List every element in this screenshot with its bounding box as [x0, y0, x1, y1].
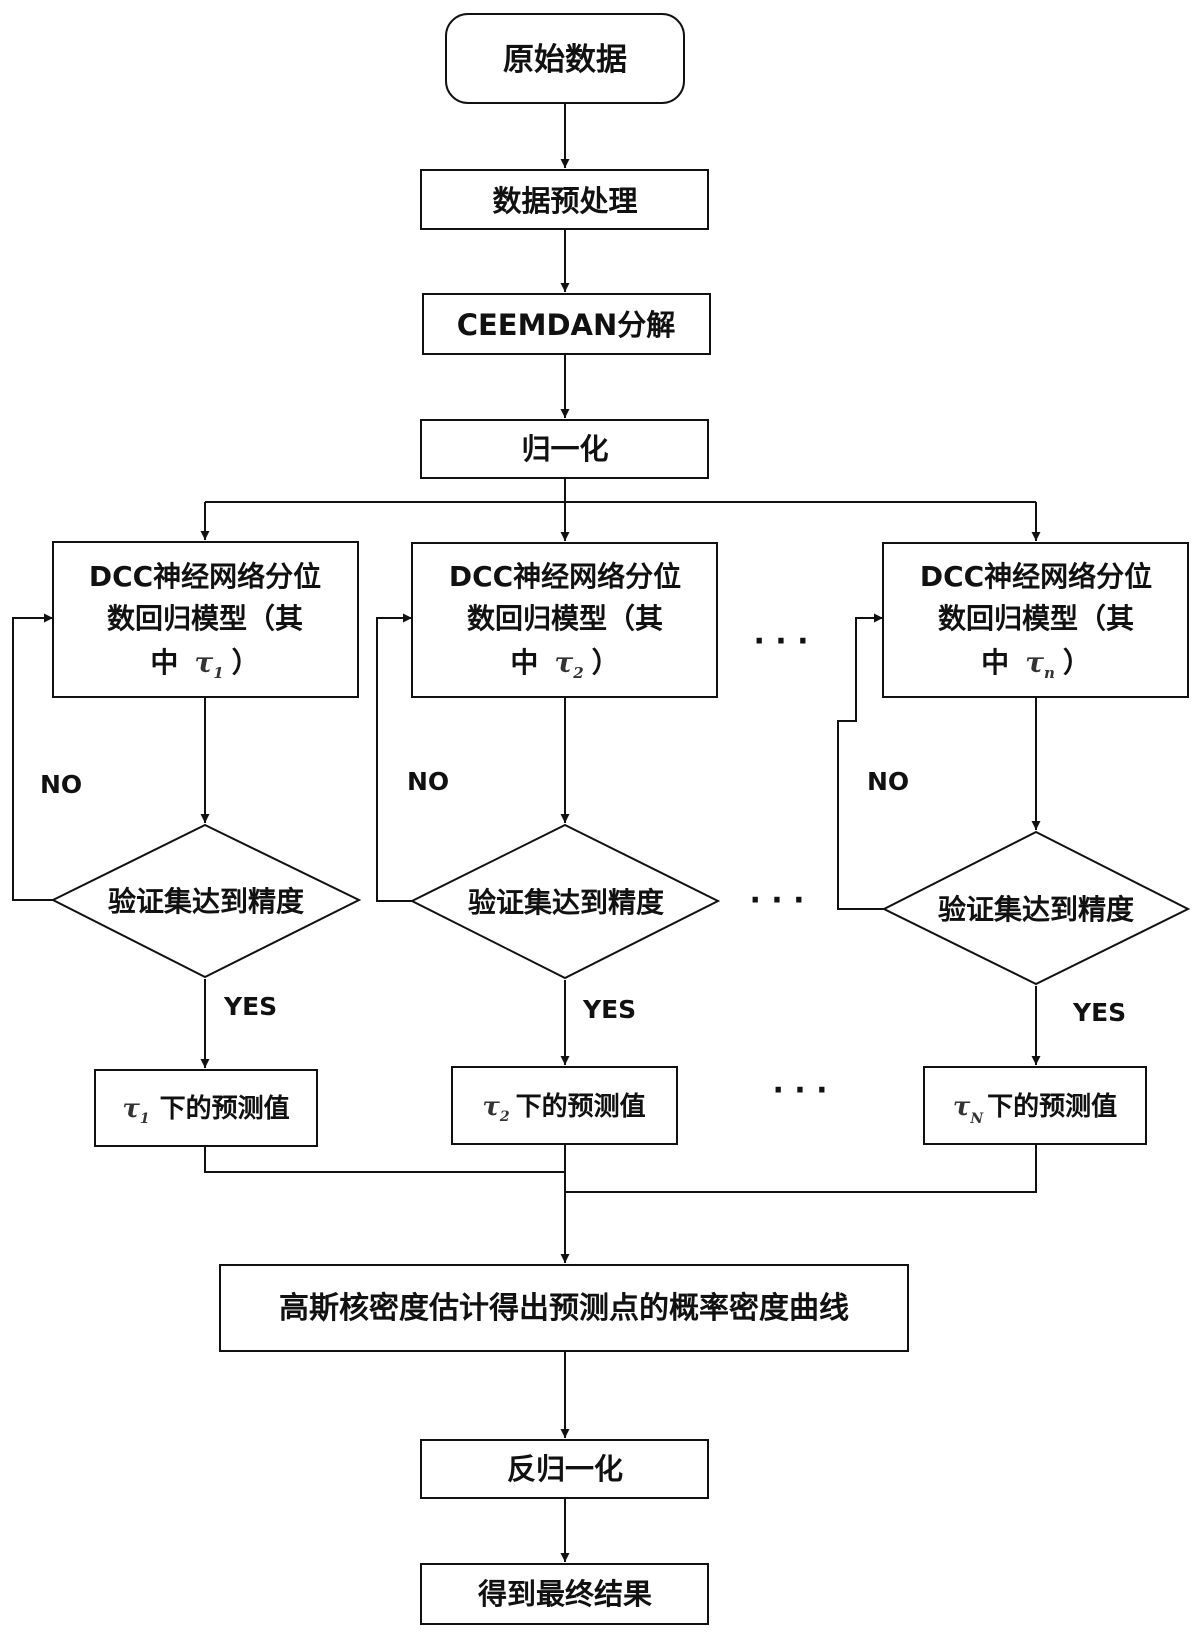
merge-left	[204, 1146, 565, 1173]
model-box-2	[411, 542, 718, 698]
result-box	[420, 1563, 709, 1625]
decision-diamond-2	[409, 823, 721, 980]
no-label-1: NO	[40, 770, 82, 799]
preprocess-box	[420, 169, 709, 230]
decision-diamond-3	[881, 830, 1191, 986]
output-box-1	[94, 1069, 318, 1147]
preprocess-label: 数据预处理	[492, 184, 637, 218]
decompose-box	[422, 293, 711, 355]
ellipsis-models: · · ·	[753, 624, 808, 659]
decision-diamond-1	[50, 823, 362, 979]
yes-label-2: YES	[582, 995, 636, 1024]
model2-line2: 数回归模型（其	[467, 602, 663, 635]
decompose-label: CEEMDAN分解	[457, 308, 676, 342]
model3-line2: 数回归模型（其	[938, 602, 1134, 635]
no-label-2: NO	[407, 767, 449, 796]
no-loop-3	[837, 613, 884, 910]
start-label: 原始数据	[503, 42, 627, 78]
model1-line1: DCC神经网络分位	[89, 560, 321, 593]
model-box-3	[882, 542, 1189, 698]
output-box-2	[451, 1066, 678, 1145]
model3-line1: DCC神经网络分位	[920, 560, 1152, 593]
output-box-3	[923, 1066, 1147, 1145]
ellipsis-decisions: · · ·	[749, 883, 804, 918]
model-box-1	[52, 541, 359, 698]
no-loop-1	[12, 613, 53, 901]
result-label: 得到最终结果	[477, 1577, 652, 1611]
denormalize-label: 反归一化	[507, 1452, 623, 1486]
no-label-3: NO	[867, 767, 909, 796]
decision2-label: 验证集达到精度	[468, 886, 664, 919]
model2-line1: DCC神经网络分位	[449, 560, 681, 593]
start-terminal	[445, 13, 685, 104]
yes-label-3: YES	[1072, 998, 1126, 1027]
normalize-label: 归一化	[521, 432, 608, 466]
decision3-label: 验证集达到精度	[938, 893, 1134, 926]
ellipsis-outputs: · · ·	[772, 1073, 827, 1108]
kde-box	[219, 1264, 909, 1352]
merge-right	[565, 1144, 1037, 1193]
decision1-label: 验证集达到精度	[108, 885, 304, 918]
denormalize-box	[420, 1439, 709, 1499]
kde-label: 高斯核密度估计得出预测点的概率密度曲线	[279, 1291, 849, 1326]
model1-line2: 数回归模型（其	[107, 602, 303, 635]
normalize-box	[420, 419, 709, 479]
no-loop-2	[376, 613, 412, 902]
yes-label-1: YES	[223, 992, 277, 1021]
